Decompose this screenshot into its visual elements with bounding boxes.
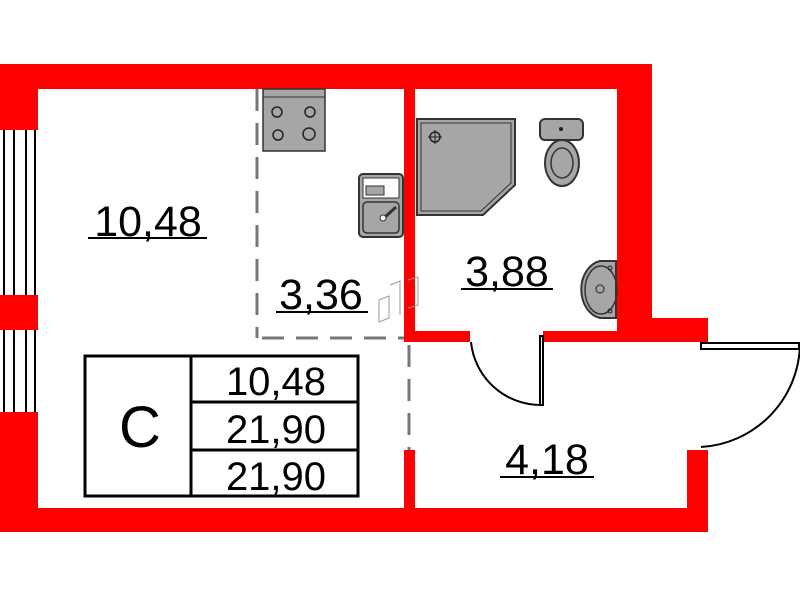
apartment-type-label: C bbox=[119, 395, 161, 460]
fridge-icon bbox=[378, 276, 419, 323]
zone-divider bbox=[255, 89, 411, 450]
entrance-door[interactable] bbox=[700, 342, 800, 448]
living-area-value: 10,48 bbox=[226, 360, 326, 404]
shower-icon bbox=[416, 118, 516, 216]
bathroom-door[interactable] bbox=[470, 335, 544, 407]
walls bbox=[0, 64, 708, 532]
window-top bbox=[3, 130, 36, 295]
washbasin-icon bbox=[580, 260, 618, 319]
window-bottom bbox=[3, 330, 36, 412]
stove-icon bbox=[262, 88, 326, 152]
toilet-icon bbox=[539, 118, 584, 187]
area-summary-table: C 10,48 21,90 21,90 bbox=[83, 354, 360, 499]
total-area-value: 21,90 bbox=[226, 408, 326, 452]
sink-icon bbox=[358, 173, 404, 238]
total-area-value-2: 21,90 bbox=[226, 455, 326, 499]
